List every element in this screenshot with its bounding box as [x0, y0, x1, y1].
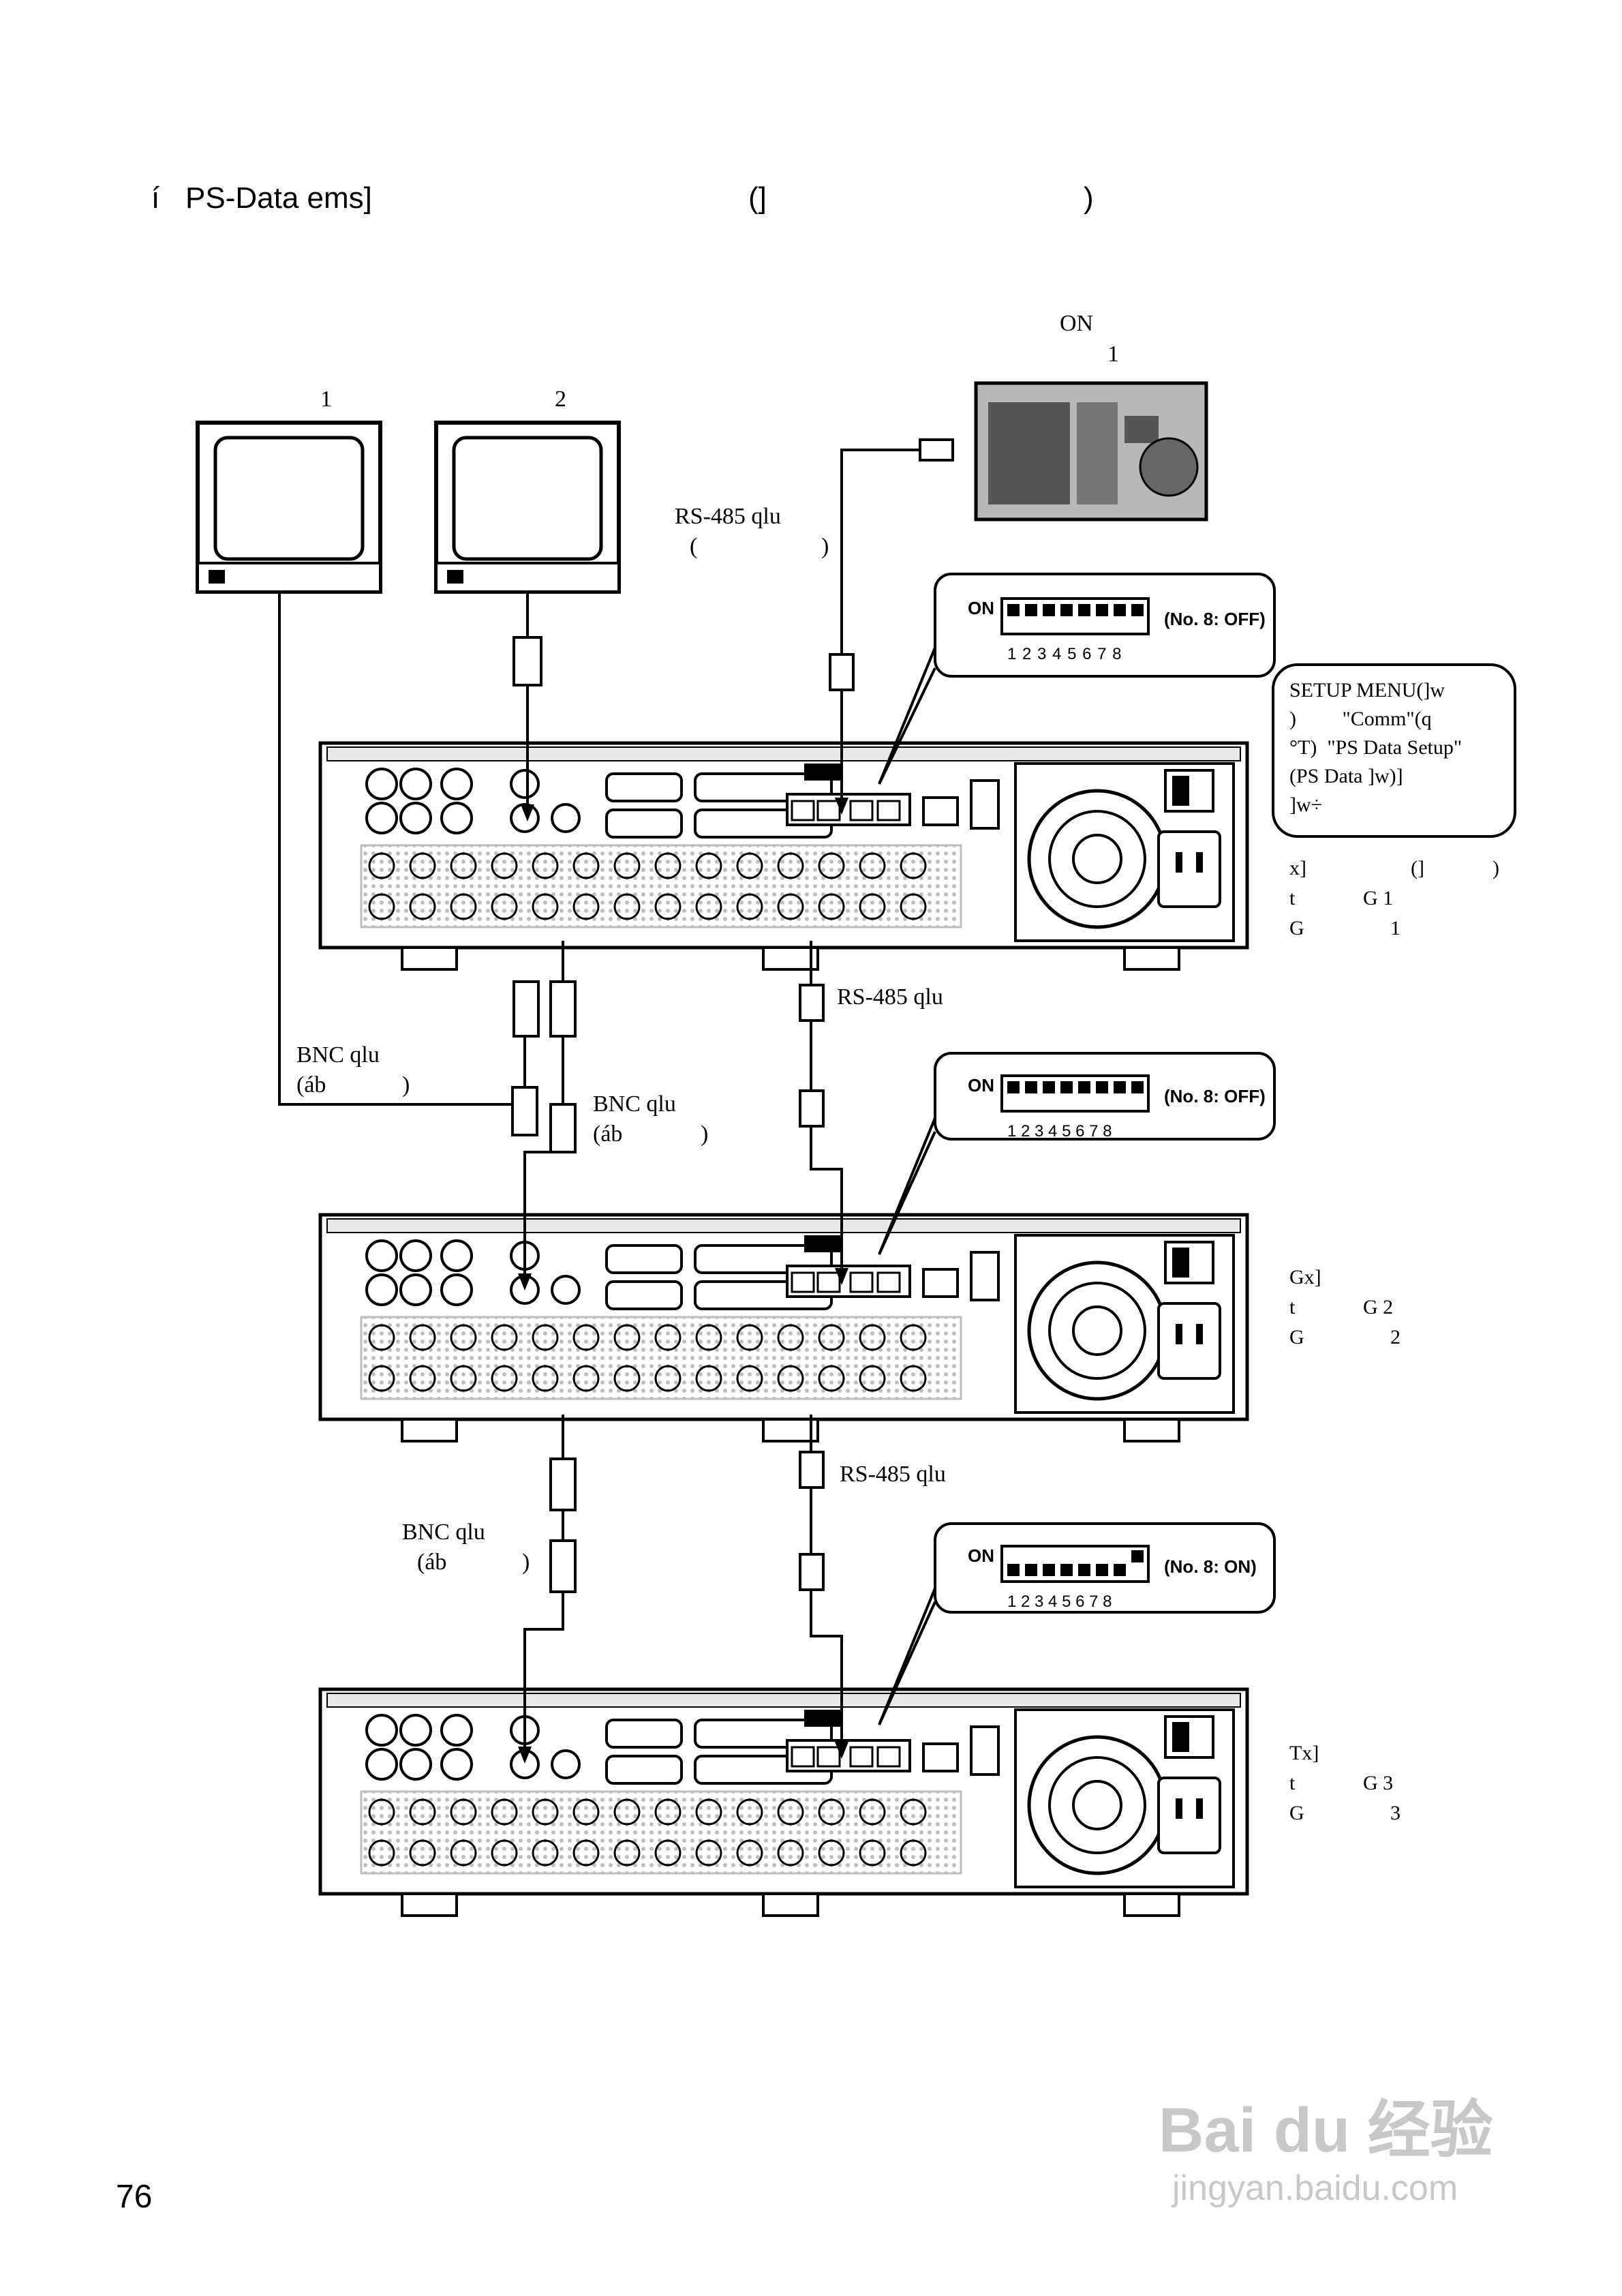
rs485-plug	[919, 438, 954, 462]
monitor-1	[196, 421, 382, 594]
system-controller	[974, 381, 1208, 522]
setup-note-line1: SETUP MENU(]w	[1289, 679, 1445, 701]
unit3-line2b: G 3	[1363, 1772, 1394, 1794]
setup-note-box	[1272, 663, 1516, 838]
rs485-plugs	[799, 653, 855, 1591]
watermark-brand: Bai du 经验	[1159, 2096, 1493, 2165]
setup-note-line5: ]w÷	[1289, 794, 1323, 816]
unit1-line1: x]	[1289, 857, 1306, 879]
dip1-on: ON	[968, 598, 994, 618]
recorder-1	[320, 743, 1247, 969]
setup-note-line2: ) "Comm"(q	[1289, 708, 1432, 730]
header-bracket-close: )	[1084, 181, 1094, 215]
bnc-connectors	[511, 636, 577, 1593]
header-bracket-open: (]	[748, 181, 767, 215]
monitor-1-label: 1	[320, 387, 332, 412]
bnc-label-left-paren: (áb	[296, 1072, 326, 1098]
unit1-line2: t	[1289, 887, 1296, 909]
dip1-numbers: 1 2 3 4 5 6 7 8	[1007, 645, 1122, 663]
dip2-state: (No. 8: OFF)	[1164, 1086, 1266, 1106]
bnc-label-low-paren: (áb	[417, 1550, 447, 1575]
controller-num-label: 1	[1107, 342, 1119, 367]
unit2-line3b: 2	[1390, 1326, 1401, 1348]
unit1-line1c: )	[1493, 857, 1499, 879]
dip1-state: (No. 8: OFF)	[1164, 609, 1266, 629]
dip3-numbers: 1 2 3 4 5 6 7 8	[1007, 1592, 1112, 1611]
setup-note-line4: (PS Data ]w)]	[1289, 765, 1403, 787]
unit2-line1: Gx]	[1289, 1266, 1321, 1288]
dip-callout-2	[878, 1052, 1276, 1255]
unit3-line3: G	[1289, 1802, 1304, 1824]
recorder-3	[320, 1689, 1247, 1916]
rs485-label-top: RS-485 qlu	[675, 504, 781, 529]
recorder-2	[320, 1215, 1247, 1441]
watermark-url: jingyan.baidu.com	[1172, 2169, 1458, 2208]
bnc-label-left: BNC qlu	[296, 1042, 380, 1068]
dip2-numbers: 1 2 3 4 5 6 7 8	[1007, 1122, 1112, 1141]
bnc-label-low-close: )	[522, 1550, 530, 1575]
bnc-label-left-close: )	[402, 1072, 410, 1098]
dip3-on: ON	[968, 1545, 994, 1566]
bnc-label-mid-close: )	[701, 1121, 709, 1147]
unit3-line2: t	[1289, 1772, 1296, 1794]
dip3-state: (No. 8: ON)	[1164, 1556, 1257, 1577]
dip2-on: ON	[968, 1075, 994, 1096]
unit1-line3: G	[1289, 917, 1304, 939]
page-number: 76	[116, 2179, 153, 2215]
bnc-label-low: BNC qlu	[402, 1520, 485, 1545]
rs485-label-mid: RS-485 qlu	[837, 984, 943, 1010]
unit1-line3b: 1	[1390, 917, 1401, 939]
monitor-2-label: 2	[555, 387, 566, 412]
dip-callout-3	[878, 1522, 1276, 1725]
unit2-line3: G	[1289, 1326, 1304, 1348]
unit2-line2: t	[1289, 1296, 1296, 1318]
page-title: PS-Data ems]	[185, 181, 372, 215]
controller-on-label: ON	[1060, 311, 1094, 336]
unit3-line3b: 3	[1390, 1802, 1401, 1824]
arrows	[518, 798, 848, 1764]
rs485-label-low: RS-485 qlu	[840, 1462, 946, 1487]
unit1-line1b: (]	[1411, 857, 1424, 879]
bnc-label-mid: BNC qlu	[593, 1091, 676, 1117]
unit2-line2b: G 2	[1363, 1296, 1394, 1318]
rs485-label-top-close: )	[821, 534, 829, 559]
dip-callout-1	[878, 573, 1276, 785]
rs485-label-top-open: (	[690, 534, 698, 559]
unit1-line2b: G 1	[1363, 887, 1394, 909]
monitor-2	[434, 421, 621, 594]
bnc-label-mid-paren: (áb	[593, 1121, 623, 1147]
unit3-line1: Tx]	[1289, 1742, 1319, 1764]
setup-note-line3: °T) "PS Data Setup"	[1289, 736, 1463, 759]
header-bullet: í	[151, 181, 160, 215]
